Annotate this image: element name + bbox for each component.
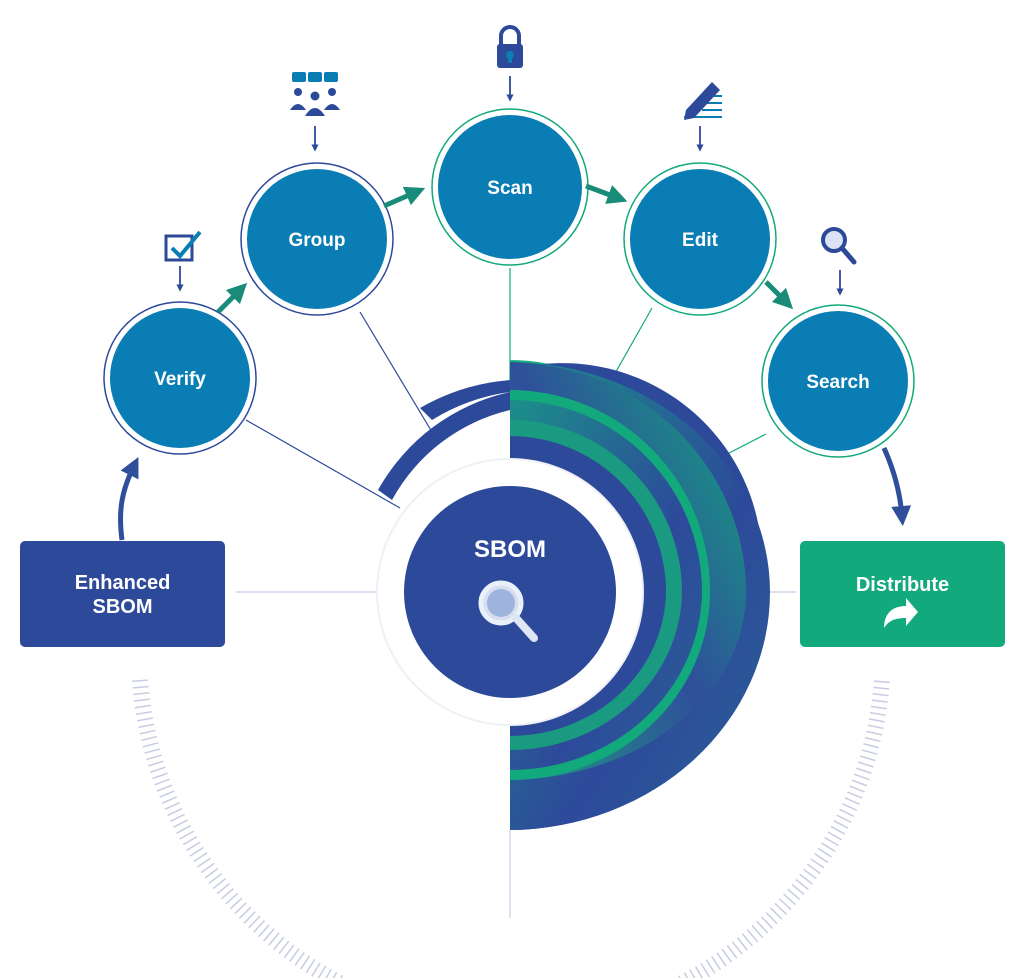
lock-icon <box>497 25 523 68</box>
step-search[interactable]: Search <box>761 304 915 458</box>
enhanced-sbom-label: Enhanced SBOM <box>20 571 225 619</box>
step-label: Edit <box>682 230 719 251</box>
step-label: Group <box>289 230 346 251</box>
step-label: Search <box>806 372 869 393</box>
enhanced-sbom-box[interactable] <box>20 541 225 647</box>
step-group[interactable]: Group <box>240 162 394 316</box>
enhanced-sbom-line2: SBOM <box>92 596 153 618</box>
icon-down-arrows <box>176 76 844 296</box>
checkbox-icon <box>164 230 202 262</box>
flow-arrows <box>118 183 912 541</box>
distribute-label: Distribute <box>855 574 950 596</box>
distribute-box[interactable] <box>800 541 1005 647</box>
team-chat-icon <box>290 72 340 116</box>
step-verify[interactable]: Verify <box>103 301 257 455</box>
center-label: SBOM <box>474 536 546 563</box>
enhanced-sbom-line1: Enhanced <box>74 572 171 594</box>
step-scan[interactable]: Scan <box>431 108 589 266</box>
pen-document-icon <box>684 82 722 120</box>
search-icon <box>821 227 857 265</box>
step-edit[interactable]: Edit <box>623 162 777 316</box>
forward-arrow-icon <box>884 598 918 628</box>
step-label: Verify <box>154 369 206 390</box>
step-label: Scan <box>487 178 532 199</box>
magnifier-icon <box>478 580 538 642</box>
